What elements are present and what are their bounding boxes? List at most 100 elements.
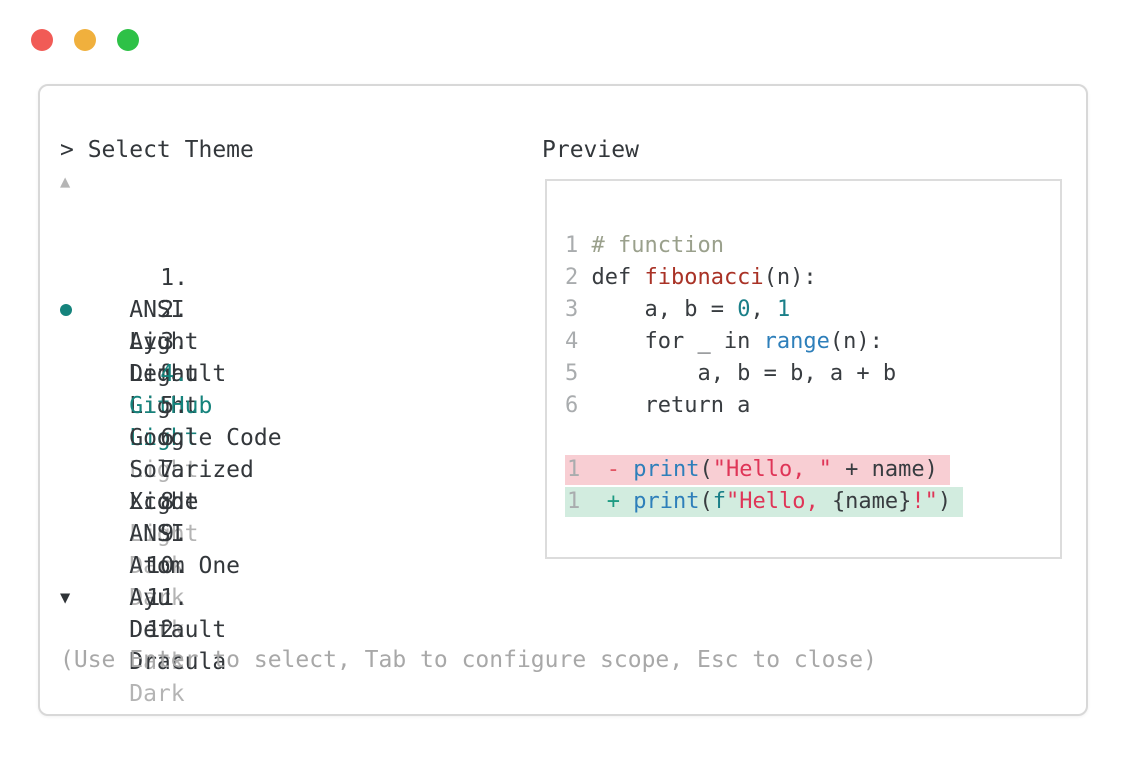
item-variant: Light xyxy=(129,393,199,419)
line-number: 4 xyxy=(565,329,579,354)
code-token-fprefix: f xyxy=(712,489,726,514)
theme-list-item[interactable]: 5. Google Code Light xyxy=(60,326,500,483)
theme-list-item[interactable]: 9. Atom One Dark xyxy=(60,454,500,611)
item-name: Ayu xyxy=(129,585,171,611)
item-number: 1. xyxy=(160,265,188,291)
code-token-plain: for _ in xyxy=(591,329,764,354)
code-token-plain: ) xyxy=(937,489,952,514)
line-number: 2 xyxy=(565,265,579,290)
diff-line-removed: 1 - print("Hello, " + name) xyxy=(565,454,1052,486)
item-variant: Light xyxy=(129,361,199,387)
code-token-plain: {name} xyxy=(831,489,912,514)
item-variant: Dark xyxy=(129,617,185,643)
code-line: 3 a, b = 0, 1 xyxy=(565,294,1052,326)
item-name: Ayu xyxy=(129,329,171,355)
help-text: (Use Enter to select, Tab to configure s… xyxy=(60,647,877,673)
theme-list-item[interactable]: 11. Default Dark xyxy=(60,518,500,675)
item-number: 12. xyxy=(146,617,188,643)
item-number: 10. xyxy=(146,553,188,579)
minimize-button[interactable] xyxy=(74,29,96,51)
scroll-down-icon[interactable]: ▼ xyxy=(60,588,71,608)
item-variant: Light xyxy=(129,329,199,355)
item-name: Solarized xyxy=(129,457,254,483)
code-token-builtin: print xyxy=(633,457,700,482)
theme-list-item[interactable]: 10. Ayu Dark xyxy=(60,486,500,643)
code-token-plain: (n): xyxy=(829,329,883,354)
code-token-string: "Hello, " xyxy=(712,457,832,482)
item-name: Xcode xyxy=(129,489,199,515)
zoom-button[interactable] xyxy=(117,29,139,51)
close-button[interactable] xyxy=(31,29,53,51)
line-number: 5 xyxy=(565,361,579,386)
theme-list-item[interactable]: 3. Default Light xyxy=(60,262,500,419)
code-token-plain: (n): xyxy=(763,265,817,290)
picker-title: > Select Theme xyxy=(60,137,254,163)
code-token-string: !" xyxy=(911,489,938,514)
theme-list-item[interactable]: 4. GitHub Light xyxy=(60,294,500,451)
item-name: ANSI xyxy=(129,297,185,323)
code-token-diff-minus: - xyxy=(606,457,620,482)
scroll-up-icon[interactable]: ▲ xyxy=(60,172,71,192)
code-token-number: 0 xyxy=(737,297,751,322)
theme-list-item[interactable]: 6. Solarized Light xyxy=(60,358,500,515)
line-number: 1 xyxy=(567,457,581,482)
blank-line xyxy=(565,422,1052,454)
code-token-builtin: print xyxy=(633,489,700,514)
item-number: 2. xyxy=(160,297,188,323)
code-token-plain xyxy=(593,457,606,482)
item-name: Default xyxy=(129,361,227,387)
item-number: 8. xyxy=(160,489,188,515)
code-line: 1# function xyxy=(565,230,1052,262)
item-name: ANSI xyxy=(129,521,185,547)
traffic-lights xyxy=(31,29,139,51)
item-name: Atom One xyxy=(129,553,241,579)
code-token-plain xyxy=(620,457,633,482)
item-variant: Dark xyxy=(129,649,185,675)
line-number: 3 xyxy=(565,297,579,322)
code-token-plain: a, b = b, a + b xyxy=(591,361,897,386)
item-variant: Dark xyxy=(129,585,185,611)
diff-highlight-added: 1 + print(f"Hello, {name}!") xyxy=(565,487,964,517)
item-number: 6. xyxy=(160,425,188,451)
preview-title: Preview xyxy=(542,137,639,163)
theme-picker-window: > Select Theme ▲ 1. ANSI Light 2. Ayu Li… xyxy=(38,84,1088,716)
item-number: 5. xyxy=(160,393,188,419)
code-token-plain: def xyxy=(591,265,645,290)
item-variant: Dark xyxy=(129,681,185,707)
theme-list: 1. ANSI Light 2. Ayu Light 3. Default Li… xyxy=(60,198,500,707)
item-number: 11. xyxy=(146,585,188,611)
item-name: Dracula xyxy=(129,649,227,675)
code-line: 4 for _ in range(n): xyxy=(565,326,1052,358)
code-token-plain: , xyxy=(750,297,777,322)
line-number: 1 xyxy=(565,233,579,258)
code-token-plain xyxy=(593,489,606,514)
item-number: 4. xyxy=(160,361,188,387)
item-name: Default xyxy=(129,617,227,643)
diff-highlight-removed: 1 - print("Hello, " + name) xyxy=(565,455,950,485)
code-token-builtin: range xyxy=(763,329,830,354)
code-line: 6 return a xyxy=(565,390,1052,422)
item-number: 9. xyxy=(160,521,188,547)
code-token-plain: ( xyxy=(699,489,713,514)
theme-list-item[interactable]: 1. ANSI Light xyxy=(60,198,500,355)
code-token-plain: + name) xyxy=(831,457,938,482)
item-name: GitHub xyxy=(129,393,213,419)
theme-list-item[interactable]: 2. Ayu Light xyxy=(60,230,500,387)
item-variant: Light xyxy=(129,457,199,483)
code-token-plain: return a xyxy=(591,393,751,418)
theme-list-item[interactable]: 8. ANSI Dark xyxy=(60,422,500,579)
item-number: 7. xyxy=(160,457,188,483)
item-variant: Dark xyxy=(129,553,185,579)
diff-line-added: 1 + print(f"Hello, {name}!") xyxy=(565,486,1052,518)
line-number: 1 xyxy=(567,489,581,514)
item-number: 3. xyxy=(160,329,188,355)
theme-list-item[interactable]: 7. Xcode Light xyxy=(60,390,500,547)
item-variant: Light xyxy=(129,489,199,515)
item-variant: Light xyxy=(129,521,199,547)
code-token-function: fibonacci xyxy=(644,265,764,290)
code-token-string: "Hello, xyxy=(725,489,832,514)
item-variant: Light xyxy=(129,425,199,451)
theme-list-item[interactable]: 12. Dracula Dark xyxy=(60,550,500,707)
